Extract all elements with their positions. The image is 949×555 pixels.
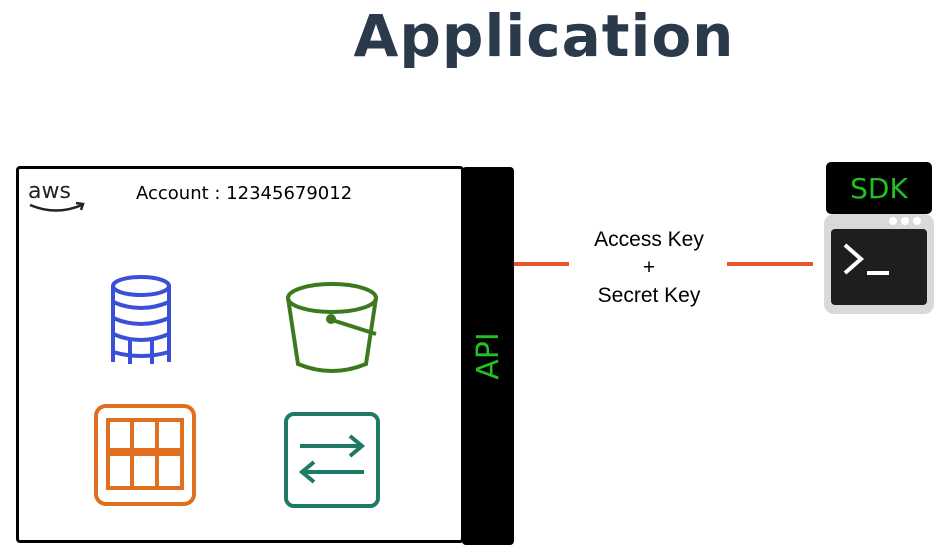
access-key-label: Access Key bbox=[594, 228, 704, 251]
transfer-arrows-icon bbox=[284, 412, 380, 508]
aws-account-box bbox=[16, 166, 464, 543]
aws-logo-icon: aws bbox=[26, 176, 88, 216]
api-label: API bbox=[470, 332, 506, 380]
account-label: Account : 12345679012 bbox=[136, 183, 353, 204]
database-icon bbox=[108, 274, 174, 368]
plus-label: + bbox=[642, 256, 656, 279]
sdk-label: SDK bbox=[826, 162, 932, 214]
terminal-icon bbox=[823, 213, 935, 315]
svg-text:aws: aws bbox=[28, 179, 71, 204]
secret-key-label: Secret Key bbox=[597, 284, 701, 307]
connector-line-left bbox=[514, 262, 569, 266]
connector-line-right bbox=[727, 262, 813, 266]
s3-bucket-icon bbox=[284, 278, 384, 378]
table-grid-icon bbox=[94, 404, 196, 506]
api-bar bbox=[462, 167, 514, 545]
credentials-label: Access Key + Secret Key bbox=[570, 226, 728, 310]
page-title: Application bbox=[353, 2, 735, 70]
